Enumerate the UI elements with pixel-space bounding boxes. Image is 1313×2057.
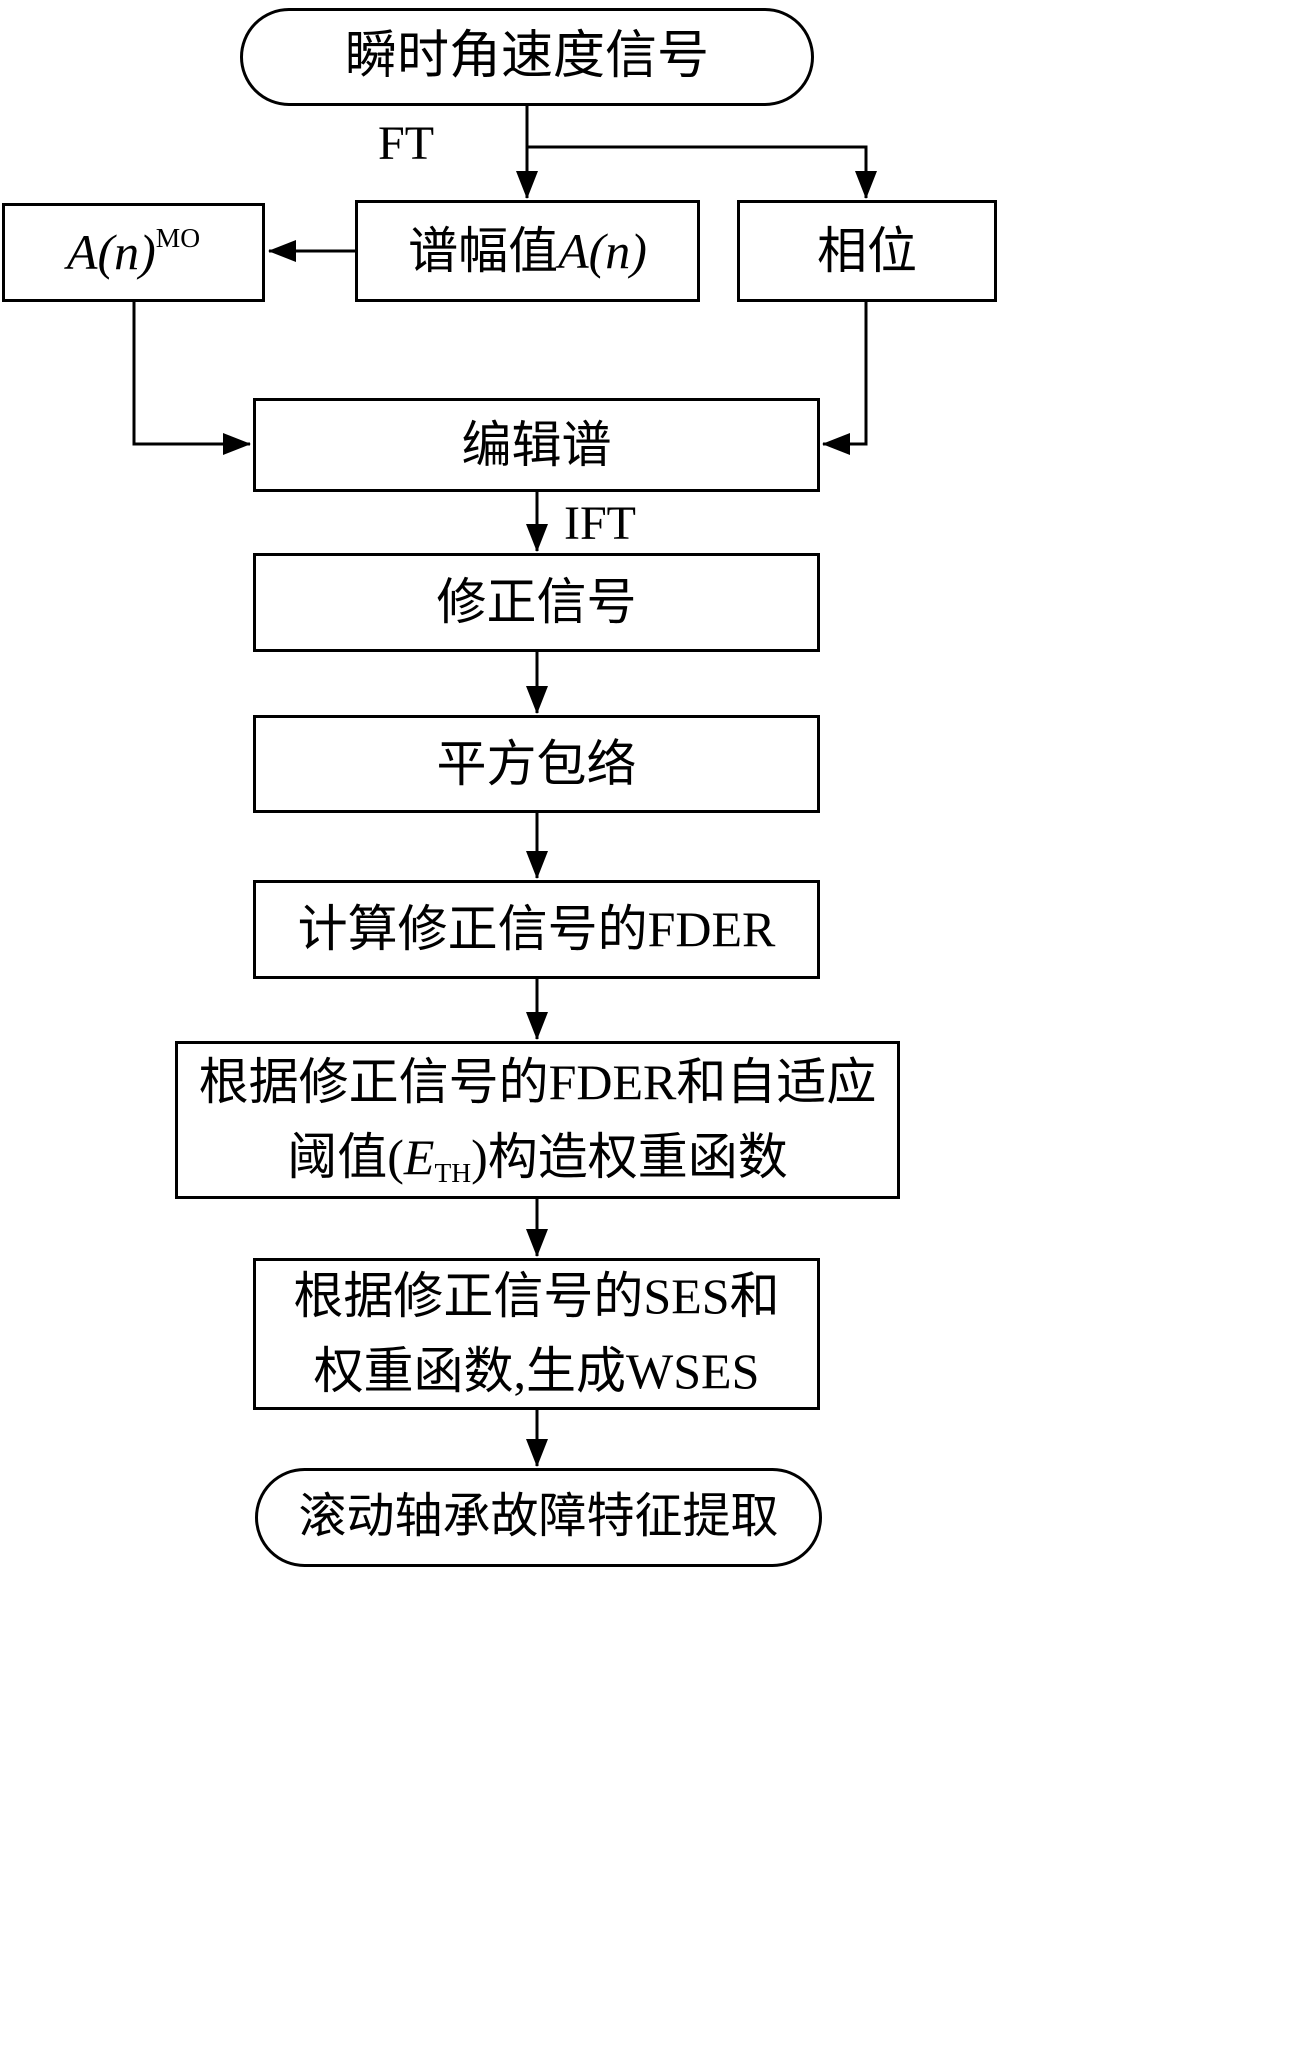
node-end-bearing-fault-feature-extraction: 滚动轴承故障特征提取 xyxy=(255,1468,822,1567)
node-phase: 相位 xyxy=(737,200,997,302)
node-amplitude-mo: A(n)MO xyxy=(2,203,265,302)
node-line-1: 根据修正信号的FDER和自适应 xyxy=(199,1045,877,1120)
node-line-1: 根据修正信号的SES和 xyxy=(293,1259,779,1334)
math-a-n: A(n) xyxy=(558,222,647,279)
node-label: 阈值( xyxy=(287,1129,404,1185)
node-label: 根据修正信号的SES和 xyxy=(293,1268,780,1324)
node-label: 计算修正信号的FDER xyxy=(297,901,776,957)
edge-label-ift: IFT xyxy=(564,497,636,550)
node-label: 平方包络 xyxy=(436,735,637,792)
node-label: 谱幅值 xyxy=(408,222,559,279)
node-label: 修正信号 xyxy=(436,574,637,630)
edge-label-ft: FT xyxy=(378,117,435,170)
node-label: 根据修正信号的FDER和自适应 xyxy=(198,1054,877,1110)
node-start-instantaneous-angular-velocity-signal: 瞬时角速度信号 xyxy=(240,8,814,106)
superscript-mo: MO xyxy=(155,221,201,253)
node-label: 瞬时角速度信号 xyxy=(344,28,709,86)
node-line-2: 权重函数,生成WSES xyxy=(314,1334,760,1409)
node-generate-wses: 根据修正信号的SES和 权重函数,生成WSES xyxy=(253,1258,820,1410)
edge-start-to-phase xyxy=(527,145,877,199)
edge-amo-to-edit-spectrum xyxy=(132,302,251,455)
math-a-n: A(n) xyxy=(66,224,156,280)
node-compute-fder: 计算修正信号的FDER xyxy=(253,880,820,979)
node-label: 相位 xyxy=(817,222,917,279)
node-line-2: 阈值(ETH)构造权重函数 xyxy=(287,1120,788,1195)
node-label: 滚动轴承故障特征提取 xyxy=(298,1490,779,1544)
node-edited-spectrum: 编辑谱 xyxy=(253,398,820,492)
edge-phase-to-edit-spectrum xyxy=(822,302,868,455)
node-label: 权重函数,生成WSES xyxy=(313,1343,760,1399)
node-label: 编辑谱 xyxy=(461,416,612,473)
math-e: E xyxy=(403,1129,435,1185)
node-corrected-signal: 修正信号 xyxy=(253,553,820,652)
node-squared-envelope: 平方包络 xyxy=(253,715,820,813)
subscript-th: TH xyxy=(434,1156,472,1188)
node-weight-function: 根据修正信号的FDER和自适应 阈值(ETH)构造权重函数 xyxy=(175,1041,900,1199)
node-label: )构造权重函数 xyxy=(471,1129,788,1185)
